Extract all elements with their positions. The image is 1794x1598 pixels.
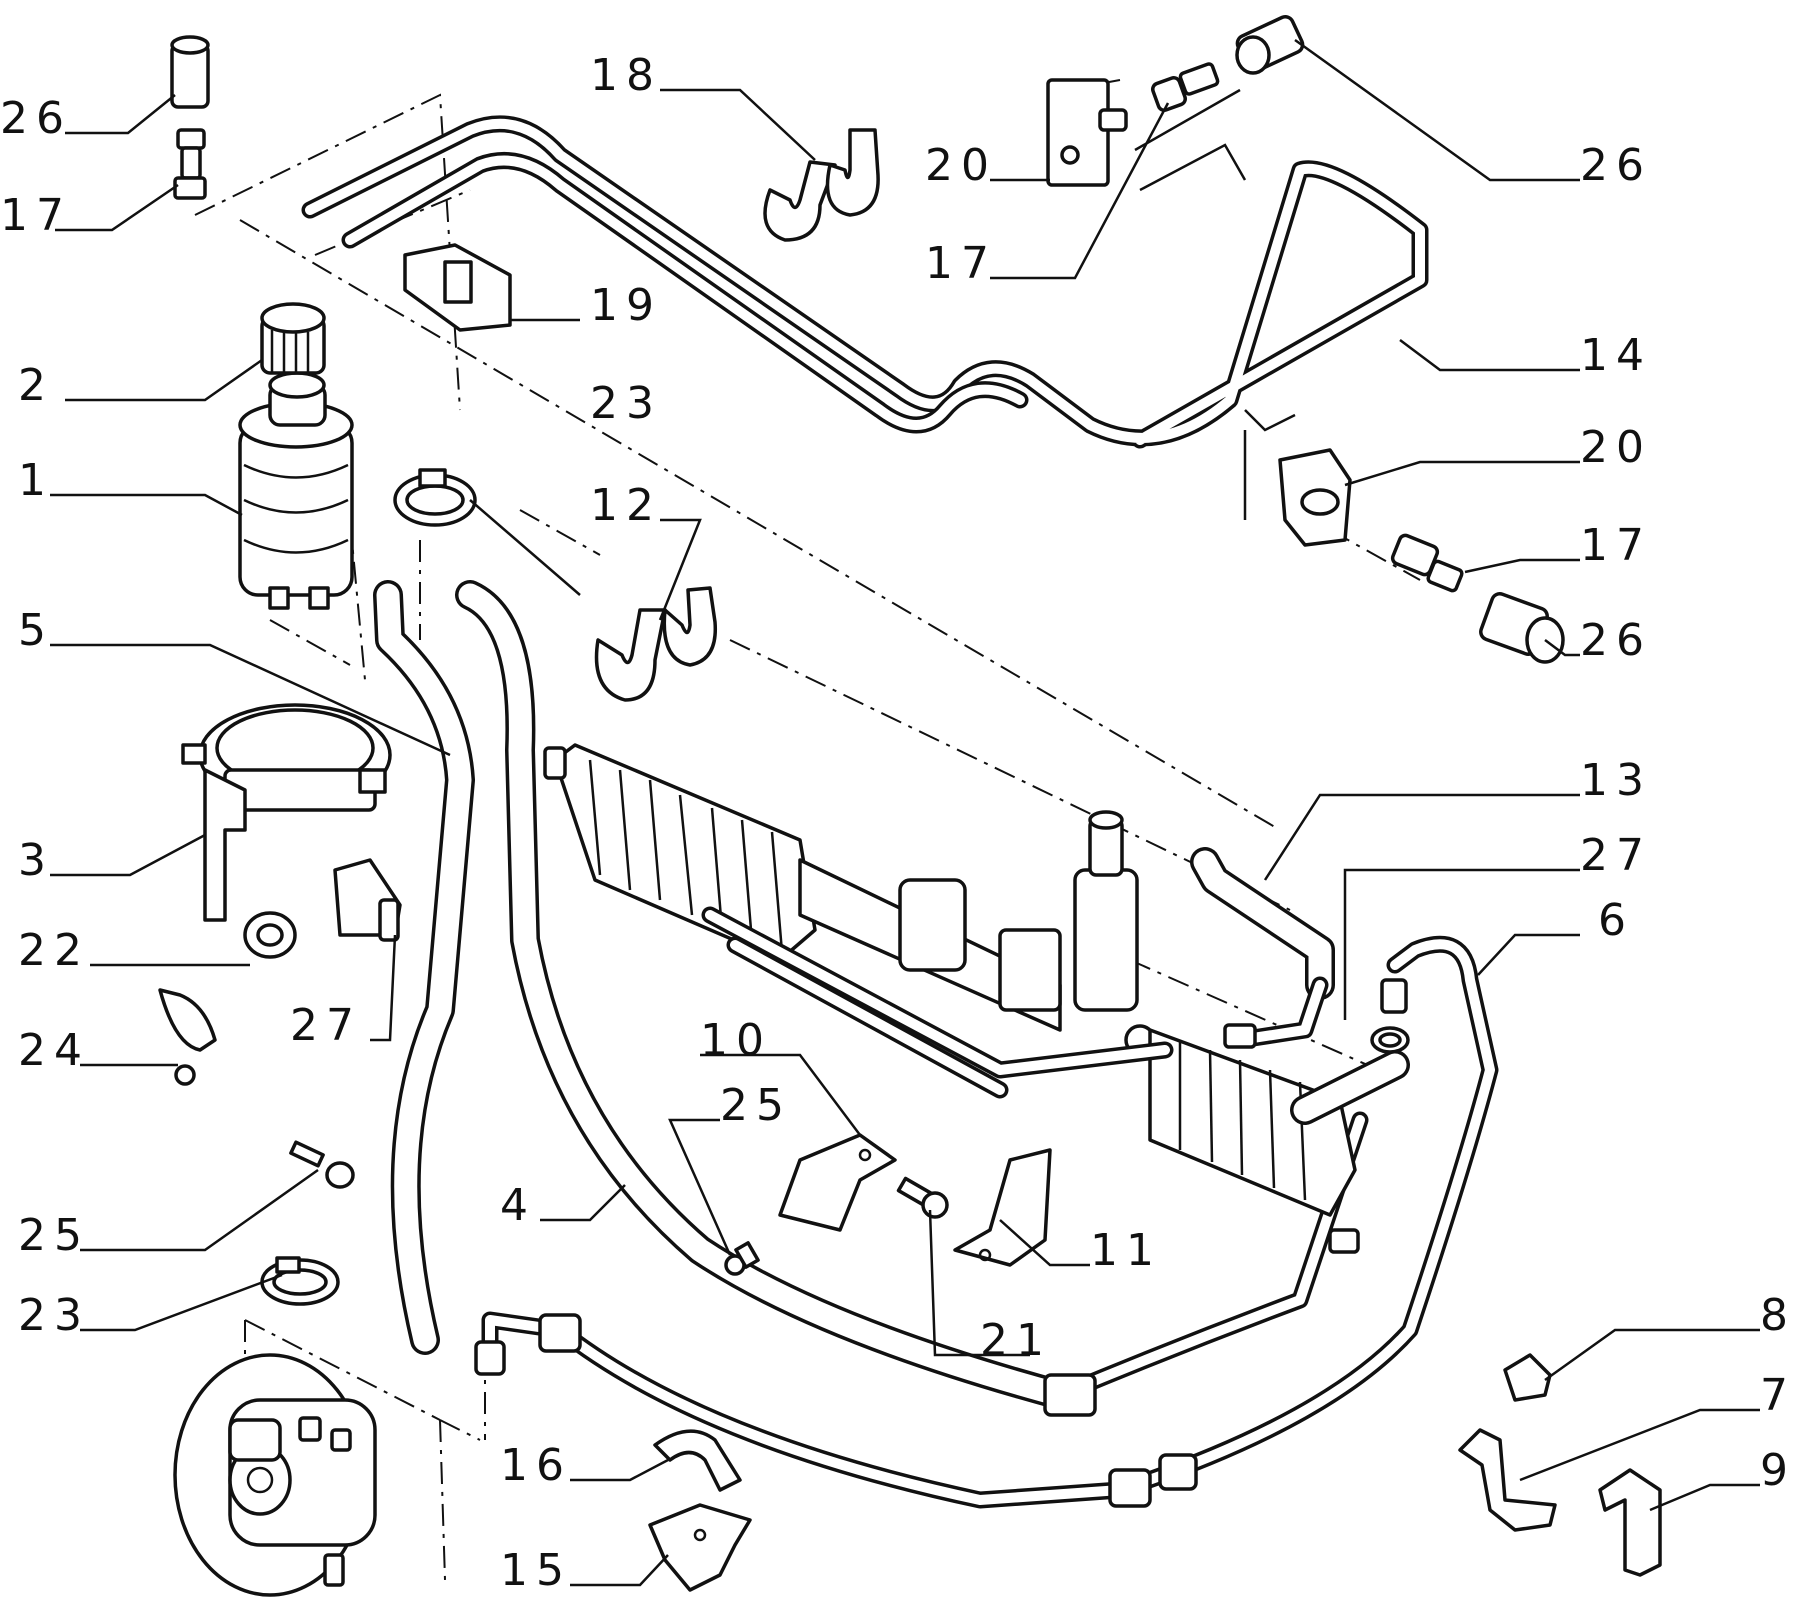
callout-16: 16 <box>500 1440 572 1491</box>
callout-17-top: 17 <box>925 238 997 289</box>
callout-23-left: 23 <box>18 1290 90 1341</box>
callout-3: 3 <box>18 835 54 886</box>
callout-24: 24 <box>18 1025 90 1076</box>
support-brackets <box>648 1133 1662 1592</box>
callout-6: 6 <box>1598 895 1634 946</box>
callout-27-left: 27 <box>290 1000 362 1051</box>
pipe-6 <box>474 935 1499 1509</box>
callout-27-right: 27 <box>1580 830 1652 881</box>
callout-21: 21 <box>980 1315 1052 1366</box>
callout-4: 4 <box>500 1180 536 1231</box>
assembly-guide-lines <box>194 79 1421 1581</box>
pressure-pipe-14 <box>301 88 1429 520</box>
callout-26-right: 26 <box>1580 615 1652 666</box>
callout-22: 22 <box>18 925 90 976</box>
callout-23-upper: 23 <box>590 378 662 429</box>
callout-17-top-left: 17 <box>0 190 72 241</box>
callout-20-right: 20 <box>1580 422 1652 473</box>
callout-20-top: 20 <box>925 140 997 191</box>
callout-1: 1 <box>18 455 54 506</box>
callout-19: 19 <box>590 280 662 331</box>
callout-8: 8 <box>1760 1290 1794 1341</box>
callout-12: 12 <box>590 480 662 531</box>
callout-2: 2 <box>18 360 54 411</box>
callout-5: 5 <box>18 605 54 656</box>
reservoir-cap <box>260 302 326 375</box>
callout-25-middle: 25 <box>720 1080 792 1131</box>
steering-rack <box>543 743 1360 1254</box>
callout-labels: 26 17 2 1 5 3 22 24 27 25 23 18 19 23 12… <box>0 50 1794 1596</box>
supply-hose-4 <box>455 580 1369 1417</box>
callout-13: 13 <box>1580 755 1652 806</box>
reservoir-bracket <box>181 703 392 922</box>
callout-15: 15 <box>500 1545 572 1596</box>
callout-17-right: 17 <box>1580 520 1652 571</box>
callout-18: 18 <box>590 50 662 101</box>
callout-26-top-right: 26 <box>1580 140 1652 191</box>
callout-10: 10 <box>700 1015 772 1066</box>
callout-7: 7 <box>1760 1370 1794 1421</box>
callout-26-top-left: 26 <box>0 93 72 144</box>
upper-clamps <box>393 128 880 702</box>
leader-lines <box>50 38 1760 1587</box>
steering-pump <box>173 1353 377 1597</box>
callout-11: 11 <box>1090 1225 1162 1276</box>
left-hardware <box>158 35 402 1306</box>
callout-9: 9 <box>1760 1445 1794 1496</box>
return-hose-5 <box>373 580 475 1355</box>
pipe-13 <box>1190 847 1335 1049</box>
callout-14: 14 <box>1580 330 1652 381</box>
right-connectors <box>1046 14 1565 664</box>
callout-25-left: 25 <box>18 1210 90 1261</box>
fluid-reservoir <box>238 371 354 610</box>
